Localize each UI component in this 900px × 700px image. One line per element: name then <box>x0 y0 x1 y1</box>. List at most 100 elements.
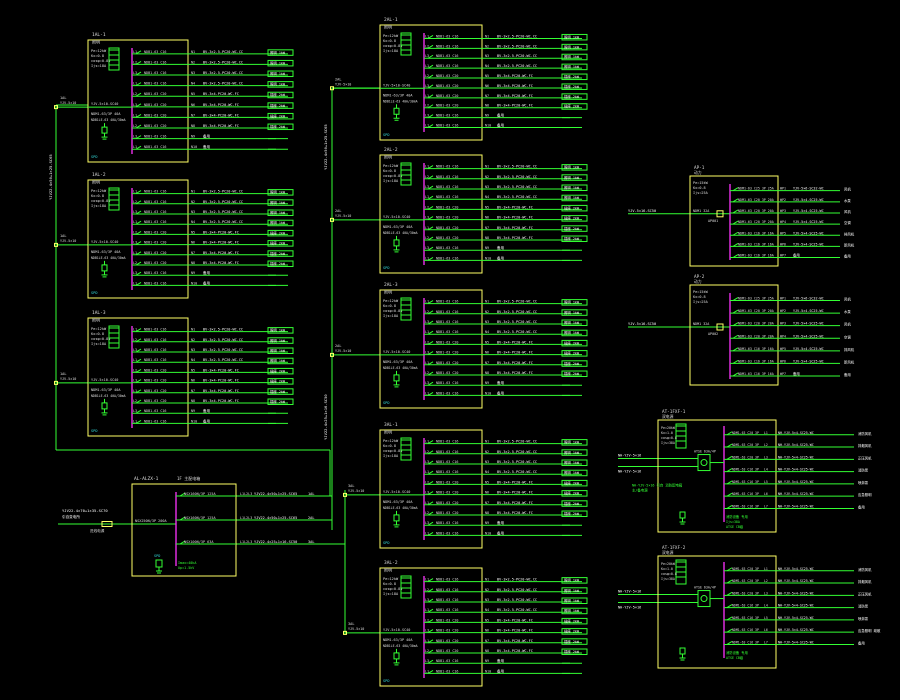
circuit-breaker: NDB1-63 C16 <box>436 659 458 663</box>
load-box <box>561 63 588 71</box>
circuit-name: N6 <box>191 103 195 107</box>
breaker-symbol <box>135 368 142 373</box>
circuit-breaker: NDB1-63 C20 <box>144 399 166 403</box>
circuit-name: N8 <box>485 511 489 515</box>
circuit-breaker: NDB1-63 C16 <box>144 220 166 224</box>
middle-box-4-group: 3AL-1照明Pe=12kWKx=0.8cosφ=0.85Ijs=18AYJV-… <box>379 422 588 549</box>
circuit-phase: WP2 <box>780 198 786 202</box>
breaker-symbol <box>732 254 739 258</box>
circuit-cable: BV-3×2.5-PC20-WC.CC <box>203 71 243 75</box>
left-tap-name: 1AL <box>60 372 67 376</box>
circuit-load: 插座 2kW <box>564 205 580 210</box>
breaker-symbol <box>135 389 142 394</box>
circuit-cable: BV-3×2.5-PC20-WC.CC <box>497 64 537 68</box>
circuit-load: 照明 1kW <box>270 191 286 195</box>
load-box <box>267 59 294 67</box>
circuit-breaker: NDB1-63 C16 <box>144 145 166 149</box>
circuit-cable: 备用 <box>203 134 210 139</box>
load-box <box>267 250 294 257</box>
middle-box-4-param: Kx=0.8 <box>383 444 396 448</box>
circuit-name: N7 <box>485 639 489 643</box>
circuit-breaker: NDM1-63 C20 3P 20A <box>738 322 774 326</box>
circuit-name: N1 <box>191 50 195 54</box>
load-box <box>561 329 588 337</box>
breaker-symbol <box>427 649 434 654</box>
breaker-symbol <box>135 338 142 343</box>
breaker-symbol <box>135 103 142 108</box>
breaker-symbol <box>427 588 434 593</box>
circuit-phase: L2 <box>425 104 429 108</box>
circuit-name: N9 <box>191 271 195 275</box>
right-box-ats1-subtitle: 双电源 <box>662 414 674 419</box>
circuit-load: 照明 1kW <box>564 471 580 475</box>
circuit-phase: L2 <box>425 588 429 592</box>
middle-box-5-spd-label: SPD <box>383 679 390 683</box>
circuit-name: N8 <box>485 104 489 108</box>
circuit-cable: YJV-5×4-SC25-WC <box>793 309 824 313</box>
load-box <box>267 388 294 395</box>
load-box <box>561 299 588 306</box>
circuit-load: 照明 1kW <box>564 176 580 180</box>
circuit-cable: BV-3×4-PC20-WC.FC <box>203 368 239 372</box>
right-box-ats2-param: Pe=20kW <box>661 562 675 566</box>
circuit-phase: L2 <box>133 338 137 342</box>
load-box <box>561 83 588 90</box>
breaker-symbol <box>427 226 434 231</box>
circuit-phase: L1 <box>425 531 429 535</box>
left-tap-cable: YJV-5×10 <box>60 101 76 105</box>
load-box <box>267 123 294 131</box>
breaker-symbol <box>732 198 739 203</box>
right-box-ats1-incoming-a-label: NH-YJV-5×16 <box>618 454 641 458</box>
circuit-load: 插座 2kW <box>270 399 286 404</box>
main-outgoing-cable: YJV22-4×50+1×25-SC65 <box>254 516 297 520</box>
left-box-3-feed-label: YJV-5×10-SC40 <box>91 378 118 382</box>
circuit-breaker: NDB1-63 C16 <box>436 391 458 395</box>
circuit-phase: L2 <box>425 340 429 344</box>
circuit-breaker: NDM1-63 C20 3P <box>732 455 759 459</box>
left-box-1-frame <box>87 39 189 163</box>
middle-box-1-main-breaker: NDM1-63/3P 40A <box>383 93 413 97</box>
load-box <box>267 357 294 365</box>
middle-box-4-param: Ijs=18A <box>383 454 399 458</box>
circuit-cable: BV-3×4-PC20-WC.FC <box>203 113 239 117</box>
circuit-phase: L3 <box>425 114 429 118</box>
circuit-phase: L1 <box>425 195 429 199</box>
load-box <box>267 91 294 99</box>
breaker-symbol <box>135 419 142 424</box>
circuit-cable: YJV-5×4-SC25-WC <box>793 231 824 235</box>
left-box-2-param: Ijs=18A <box>91 204 107 208</box>
circuit-cable: 备用 <box>203 280 210 285</box>
left-box-2-spd-label: SPD <box>91 291 98 295</box>
circuit-name: N10 <box>485 256 491 260</box>
circuit-load: 照明 1kW <box>270 339 286 343</box>
circuit-phase: L1 <box>425 34 429 38</box>
breaker-symbol <box>427 578 434 583</box>
circuit-name: N4 <box>485 195 489 199</box>
circuit-load: 照明 1kW <box>564 186 580 190</box>
breaker-symbol <box>427 104 434 109</box>
load-box <box>267 70 294 78</box>
circuit-cable: BV-3×2.5-PC20-WC.CC <box>497 598 537 602</box>
load-box <box>561 439 588 446</box>
circuit-cable: BV-3×2.5-PC20-WC.CC <box>203 220 243 224</box>
load-box <box>561 204 588 212</box>
breaker-symbol <box>427 669 434 674</box>
circuit-cable: BV-3×2.5-PC20-WC.CC <box>203 200 243 204</box>
circuit-breaker: NDB1-63 C16 <box>144 200 166 204</box>
middle-box-1-rcd: NDB1LE-63 40A/30mA <box>383 99 418 103</box>
circuit-breaker: NDB1-63 C20 <box>436 361 458 365</box>
circuit-cable: NH-YJV-5×4-SC25-WC <box>778 443 814 447</box>
circuit-phase: L1 <box>133 50 137 54</box>
circuit-name: N7 <box>191 113 195 117</box>
circuit-load: 排风机 <box>844 347 855 352</box>
